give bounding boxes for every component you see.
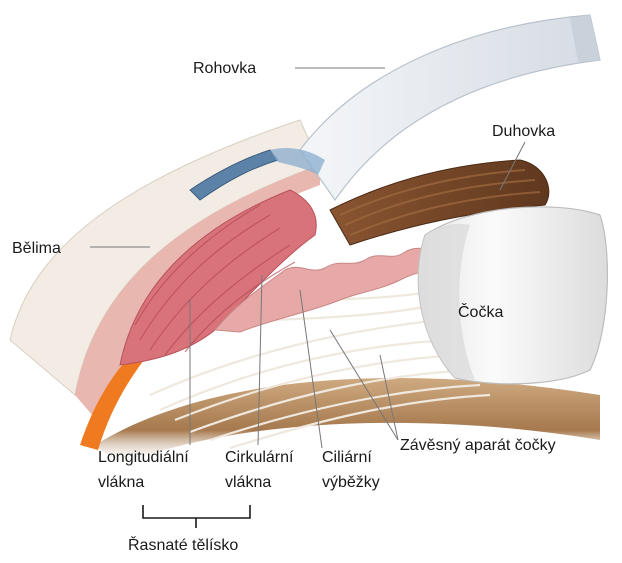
- label-zonule: Závěsný aparát čočky: [400, 437, 556, 454]
- label-cornea: Rohovka: [193, 60, 256, 77]
- label-processes-line1: Ciliární: [322, 449, 372, 466]
- label-lens: Čočka: [458, 302, 503, 321]
- label-circular-line1: Cirkulární: [225, 449, 294, 466]
- label-iris: Duhovka: [492, 123, 555, 140]
- label-ciliary-body: Řasnaté tělísko: [128, 535, 238, 554]
- label-longitudinal-line1: Longitudiální: [98, 449, 189, 466]
- ciliary-body-bracket: [143, 505, 250, 528]
- label-longitudinal-line2: vlákna: [98, 474, 144, 491]
- label-processes-line2: výběžky: [322, 474, 380, 491]
- label-sclera: Bělima: [12, 240, 61, 257]
- label-circular-line2: vlákna: [225, 474, 271, 491]
